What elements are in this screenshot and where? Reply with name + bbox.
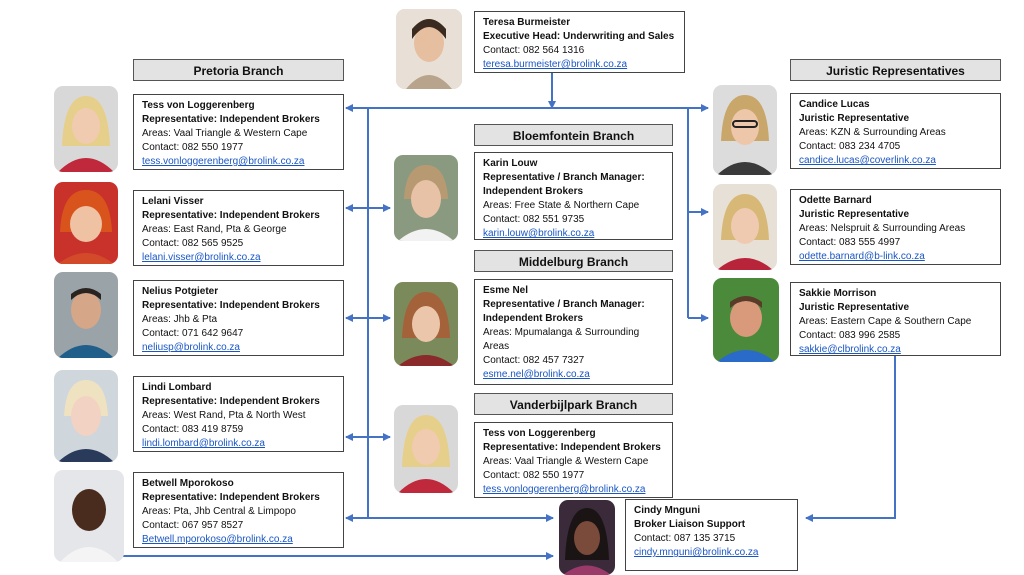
rep-areas: Areas: Pta, Jhb Central & Limpopo [142,506,296,517]
photo-lindi-lombard [54,370,118,462]
rep-areas: Areas: West Rand, Pta & North West [142,410,306,421]
rep-email-link[interactable]: neliusp@brolink.co.za [142,342,240,353]
rep-contact: Contact: 082 550 1977 [142,142,244,153]
rep-email-link[interactable]: lelani.visser@brolink.co.za [142,252,261,263]
photo-nelius-potgieter [54,272,118,358]
card-pretoria-5: Betwell Mporokoso Representative: Indepe… [133,472,344,548]
rep-name: Esme Nel [483,285,529,296]
rep-role: Representative: Independent Brokers [142,300,320,311]
photo-teresa-burmeister [396,9,462,89]
rep-email-link[interactable]: Betwell.mporokoso@brolink.co.za [142,534,293,545]
photo-esme-nel [394,282,458,366]
rep-name: Cindy Mnguni [634,505,701,516]
rep-role: Representative: Independent Brokers [142,396,320,407]
rep-name: Betwell Mporokoso [142,478,234,489]
card-pretoria-2: Lelani Visser Representative: Independen… [133,190,344,266]
photo-sakkie-morrison [713,278,779,362]
card-tess-vaal: Tess von Loggerenberg Representative: In… [474,422,673,498]
rep-areas: Areas: East Rand, Pta & George [142,224,287,235]
rep-name: Nelius Potgieter [142,286,219,297]
rep-contact: Contact: 083 234 4705 [799,141,901,152]
photo-odette-barnard [713,184,777,270]
rep-areas: Areas: Vaal Triangle & Western Cape [483,456,649,467]
rep-role: Representative: Independent Brokers [142,210,320,221]
photo-cindy-mnguni [559,500,615,575]
rep-contact: Contact: 087 135 3715 [634,533,736,544]
rep-role: Broker Liaison Support [634,519,746,530]
card-juristic-2: Odette Barnard Juristic Representative A… [790,189,1001,265]
rep-name: Lindi Lombard [142,382,212,393]
rep-role: Representative: Independent Brokers [142,114,320,125]
head-title: Executive Head: Underwriting and Sales [483,31,675,42]
photo-lelani-visser [54,182,118,264]
card-pretoria-3: Nelius Potgieter Representative: Indepen… [133,280,344,356]
card-teresa-burmeister: Teresa Burmeister Executive Head: Underw… [474,11,685,73]
rep-name: Odette Barnard [799,195,872,206]
rep-role: Juristic Representative [799,209,910,220]
rep-areas: Areas: Nelspruit & Surrounding Areas [799,223,966,234]
photo-tess-von-loggerenberg [54,86,118,172]
photo-karin-louw [394,155,458,241]
rep-email-link[interactable]: odette.barnard@b-link.co.za [799,251,925,262]
head-email-link[interactable]: teresa.burmeister@brolink.co.za [483,59,628,70]
rep-email-link[interactable]: esme.nel@brolink.co.za [483,369,590,380]
rep-email-link[interactable]: cindy.mnguni@brolink.co.za [634,547,759,558]
rep-role: Representative / Branch Manager: [483,172,645,183]
rep-contact: Contact: 082 551 9735 [483,214,585,225]
header-bloemfontein-branch: Bloemfontein Branch [474,124,673,146]
rep-role-2: Independent Brokers [483,313,584,324]
head-name: Teresa Burmeister [483,17,571,28]
rep-email-link[interactable]: tess.vonloggerenberg@brolink.co.za [483,484,646,495]
rep-email-link[interactable]: tess.vonloggerenberg@brolink.co.za [142,156,305,167]
rep-name: Karin Louw [483,158,538,169]
card-juristic-1: Candice Lucas Juristic Representative Ar… [790,93,1001,169]
photo-tess-von-loggerenberg-vaal [394,405,458,493]
head-contact: Contact: 082 564 1316 [483,45,585,56]
rep-email-link[interactable]: candice.lucas@coverlink.co.za [799,155,936,166]
card-juristic-3: Sakkie Morrison Juristic Representative … [790,282,1001,356]
rep-areas: Areas: Eastern Cape & Southern Cape [799,316,972,327]
card-pretoria-1: Tess von Loggerenberg Representative: In… [133,94,344,170]
header-middelburg-branch: Middelburg Branch [474,250,673,272]
card-cindy-mnguni: Cindy Mnguni Broker Liaison Support Cont… [625,499,798,571]
rep-role: Representative: Independent Brokers [142,492,320,503]
connector-sakkie-liaison [805,356,896,522]
rep-role-2: Independent Brokers [483,186,584,197]
rep-contact: Contact: 082 457 7327 [483,355,585,366]
header-juristic-representatives: Juristic Representatives [790,59,1001,81]
rep-contact: Contact: 082 550 1977 [483,470,585,481]
rep-areas-2: Areas [483,341,510,352]
rep-role: Juristic Representative [799,113,910,124]
rep-contact: Contact: 067 957 8527 [142,520,244,531]
rep-role: Juristic Representative [799,302,910,313]
rep-name: Lelani Visser [142,196,204,207]
card-esme-nel: Esme Nel Representative / Branch Manager… [474,279,673,385]
rep-areas: Areas: Vaal Triangle & Western Cape [142,128,308,139]
rep-name: Candice Lucas [799,99,870,110]
rep-role: Representative / Branch Manager: [483,299,645,310]
photo-candice-lucas [713,85,777,175]
rep-name: Sakkie Morrison [799,288,877,299]
rep-contact: Contact: 083 419 8759 [142,424,244,435]
rep-email-link[interactable]: lindi.lombard@brolink.co.za [142,438,265,449]
rep-contact: Contact: 071 642 9647 [142,328,244,339]
rep-areas: Areas: Mpumalanga & Surrounding [483,327,640,338]
rep-email-link[interactable]: karin.louw@brolink.co.za [483,228,595,239]
rep-name: Tess von Loggerenberg [142,100,255,111]
rep-areas: Areas: KZN & Surrounding Areas [799,127,946,138]
card-karin-louw: Karin Louw Representative / Branch Manag… [474,152,673,240]
rep-name: Tess von Loggerenberg [483,428,596,439]
header-vanderbijlpark-branch: Vanderbijlpark Branch [474,393,673,415]
photo-betwell-mporokoso [54,470,124,562]
header-pretoria-branch: Pretoria Branch [133,59,344,81]
rep-contact: Contact: 083 555 4997 [799,237,901,248]
rep-areas: Areas: Jhb & Pta [142,314,218,325]
rep-role: Representative: Independent Brokers [483,442,661,453]
rep-contact: Contact: 082 565 9525 [142,238,244,249]
card-pretoria-4: Lindi Lombard Representative: Independen… [133,376,344,452]
rep-email-link[interactable]: sakkie@clbrolink.co.za [799,344,901,355]
rep-contact: Contact: 083 996 2585 [799,330,901,341]
rep-areas: Areas: Free State & Northern Cape [483,200,640,211]
